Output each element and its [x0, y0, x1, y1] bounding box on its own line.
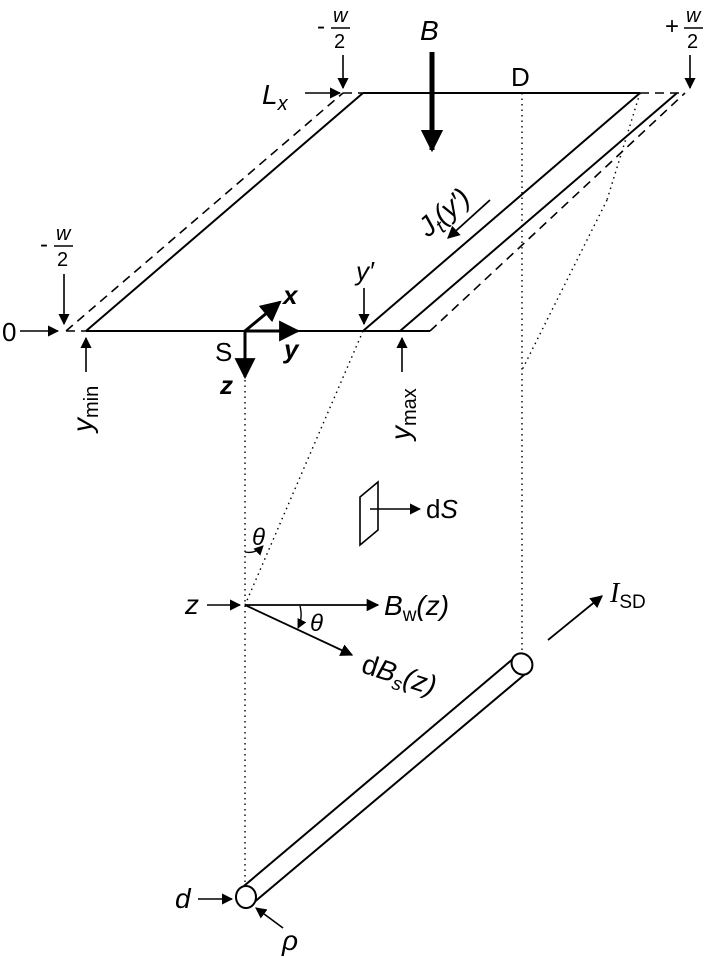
- two-left: 2: [57, 249, 68, 271]
- x-axis-arrow: [244, 300, 282, 333]
- isd-sub: SD: [619, 592, 645, 613]
- lx-sub: x: [277, 93, 289, 115]
- surface-element: dS: [359, 480, 458, 547]
- ymin-sub: min: [81, 386, 103, 418]
- dotted-strip-projection-1: [606, 92, 641, 201]
- current-density-arrow: [447, 199, 491, 239]
- ds-d: d: [426, 494, 440, 524]
- dbs-label: dBs(z): [357, 648, 441, 706]
- wire-lower-edge: [251, 669, 531, 905]
- ymin-label: ymin: [67, 336, 103, 434]
- dotted-strip-projection-2: [521, 199, 608, 371]
- surface-element-patch: [359, 480, 379, 547]
- dbs-arg: (z): [400, 662, 441, 702]
- x-axis-label: x: [281, 280, 299, 310]
- dashed-right-edge: [429, 92, 686, 332]
- theta-arc-top: [244, 545, 264, 556]
- z-axis-label: z: [219, 370, 233, 400]
- ds-label: dS: [426, 494, 458, 524]
- coordinate-axes: x y z S: [215, 280, 301, 400]
- z-point-label: z: [184, 589, 199, 620]
- wire-cylinder: [235, 652, 534, 909]
- projection-lines: [244, 92, 641, 885]
- ymax-label: ymax: [385, 336, 421, 442]
- wire-far-end: [510, 652, 534, 676]
- bw-label: Bw(z): [384, 590, 449, 626]
- plus-w-half-right: + w 2: [665, 5, 703, 90]
- zero-label: 0: [2, 317, 16, 347]
- lx-L: L: [262, 79, 278, 110]
- two-right: 2: [687, 31, 698, 53]
- wire-near-end: [235, 885, 257, 909]
- minus-w-half-left: - w 2: [40, 223, 73, 326]
- w-left: w: [56, 223, 72, 245]
- minus-w-half-top: - w 2: [317, 5, 350, 90]
- sheet: [65, 92, 686, 332]
- sheet-strip-left-edge: [362, 92, 641, 332]
- d-contact-label: D: [511, 62, 530, 92]
- bw-B: B: [384, 590, 403, 621]
- minus-sign-top: -: [317, 13, 325, 40]
- sheet-strip-right-edge: [399, 92, 678, 332]
- wire-upper-edge: [237, 657, 515, 892]
- ymax-text: ymax: [385, 388, 421, 442]
- isd-I: I: [609, 578, 621, 609]
- y-axis-label: y: [282, 334, 300, 364]
- dbs-field-arrow: [244, 604, 354, 656]
- ymin-y: y: [67, 416, 98, 434]
- b-field-label: B: [420, 15, 439, 46]
- ymin-text: ymin: [67, 386, 103, 434]
- dashed-left-edge: [65, 92, 344, 332]
- ds-s: S: [440, 494, 458, 524]
- minus-sign-left: -: [40, 231, 48, 258]
- ymax-sub: max: [399, 388, 421, 426]
- sheet-left-edge: [85, 92, 364, 332]
- w-top: w: [333, 5, 349, 27]
- lx-label: Lx: [262, 79, 289, 115]
- bw-sub: w: [402, 605, 417, 626]
- theta-arc-mid: [297, 605, 307, 629]
- rho-label: ρ: [281, 925, 298, 956]
- dotted-yprime-to-z: [244, 330, 364, 606]
- yprime-label: y′: [354, 256, 375, 286]
- plus-sign: +: [665, 13, 679, 40]
- bw-arg: (z): [416, 590, 449, 621]
- isd-label: ISD: [609, 578, 646, 613]
- d-diameter-label: d: [175, 883, 192, 914]
- theta-top-label: θ: [252, 524, 265, 551]
- w-right: w: [686, 5, 702, 27]
- ymax-y: y: [385, 424, 416, 442]
- two-top: 2: [334, 31, 345, 53]
- current-density-label: Jt(y′): [411, 182, 479, 247]
- theta-mid-label: θ: [310, 610, 323, 637]
- rho-arrow: [255, 907, 284, 929]
- s-contact-label: S: [215, 337, 232, 367]
- isd-arrow: [547, 595, 603, 641]
